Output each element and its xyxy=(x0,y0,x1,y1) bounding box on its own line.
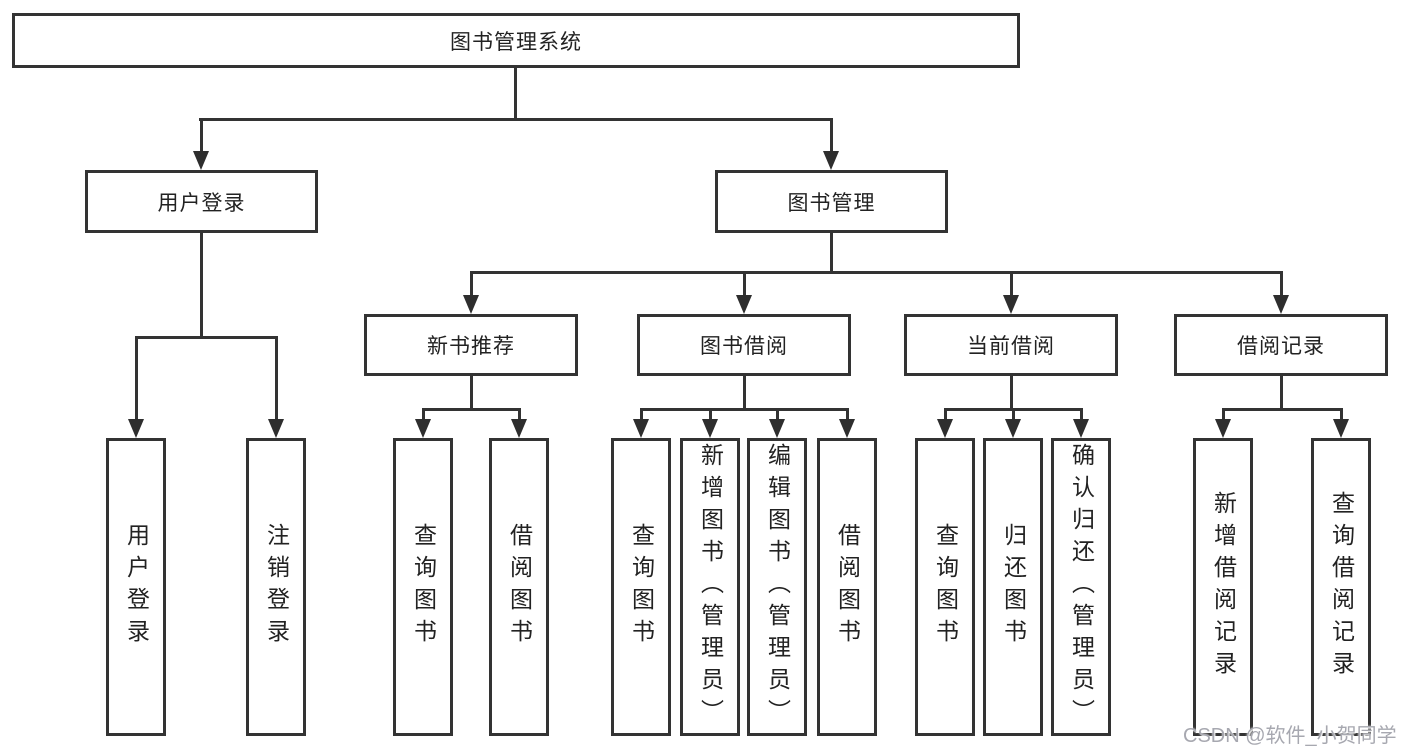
leaf-return-books: 归还图书 xyxy=(983,438,1043,736)
leaf-query-books-current-label: 查询图书 xyxy=(932,523,959,651)
leaf-query-books-borrow: 查询图书 xyxy=(611,438,671,736)
node-root: 图书管理系统 xyxy=(12,13,1020,68)
leaf-edit-books-admin: 编辑图书（管理员） xyxy=(747,438,807,736)
connector-level2-hline xyxy=(199,118,833,121)
leaf-user-login-label: 用户登录 xyxy=(123,523,150,651)
connector-stem-leaf xyxy=(640,408,643,421)
arrow-head xyxy=(1003,295,1019,314)
node-borrow-records: 借阅记录 xyxy=(1174,314,1388,376)
connector-stem-leaf xyxy=(422,408,425,421)
arrow-head xyxy=(1005,419,1021,438)
connector-group-stem xyxy=(743,376,746,410)
node-borrow-records-label: 借阅记录 xyxy=(1237,335,1325,358)
connector-stem-leaf xyxy=(846,408,849,421)
node-current-borrow: 当前借阅 xyxy=(904,314,1118,376)
connector-stem-leaf xyxy=(709,408,712,421)
connector-group-stem xyxy=(1010,376,1013,410)
connector-stem-leaf xyxy=(944,408,947,421)
connector-stem-group xyxy=(470,271,473,297)
node-book-borrow-label: 图书借阅 xyxy=(700,335,788,358)
leaf-borrow-books-label: 借阅图书 xyxy=(834,523,861,651)
leaf-query-books-borrow-label: 查询图书 xyxy=(628,523,655,651)
leaf-borrow-books: 借阅图书 xyxy=(817,438,877,736)
leaf-add-borrow-record-label: 新增借阅记录 xyxy=(1210,491,1237,683)
leaf-user-login: 用户登录 xyxy=(106,438,166,736)
leaf-add-books-admin: 新增图书（管理员） xyxy=(680,438,740,736)
leaf-edit-books-admin-label: 编辑图书（管理员） xyxy=(764,443,791,731)
leaf-add-books-admin-label: 新增图书（管理员） xyxy=(697,443,724,731)
connector-stem-user-login xyxy=(200,118,203,152)
node-user-login-label: 用户登录 xyxy=(157,191,246,215)
connector-root-stem xyxy=(514,68,517,120)
node-book-borrow: 图书借阅 xyxy=(637,314,851,376)
leaf-query-books-recommend-label: 查询图书 xyxy=(410,523,437,651)
leaf-query-books-current: 查询图书 xyxy=(915,438,975,736)
arrow-head xyxy=(1073,419,1089,438)
connector-book-mgmt-stem xyxy=(830,233,833,273)
connector-stem-leaf xyxy=(1222,408,1225,421)
connector-leaf-hline xyxy=(640,408,849,411)
connector-stem-leaf xyxy=(1340,408,1343,421)
arrow-head xyxy=(268,419,284,438)
connector-stem-leaf xyxy=(275,336,278,421)
connector-stem-group xyxy=(1280,271,1283,297)
arrow-head xyxy=(1333,419,1349,438)
arrow-head xyxy=(511,419,527,438)
leaf-return-books-label: 归还图书 xyxy=(1000,523,1027,651)
connector-level3-hline xyxy=(470,271,1283,274)
connector-stem-leaf xyxy=(135,336,138,421)
arrow-head xyxy=(769,419,785,438)
arrow-head xyxy=(415,419,431,438)
connector-stem-book-mgmt xyxy=(830,118,833,152)
arrow-head xyxy=(839,419,855,438)
leaf-borrow-books-recommend: 借阅图书 xyxy=(489,438,549,736)
arrow-head xyxy=(702,419,718,438)
leaf-logout-login-label: 注销登录 xyxy=(263,523,290,651)
connector-group-stem xyxy=(470,376,473,410)
leaf-logout-login: 注销登录 xyxy=(246,438,306,736)
node-root-label: 图书管理系统 xyxy=(450,30,582,54)
arrow-head xyxy=(633,419,649,438)
node-new-book-recommend: 新书推荐 xyxy=(364,314,578,376)
leaf-query-books-recommend: 查询图书 xyxy=(393,438,453,736)
node-current-borrow-label: 当前借阅 xyxy=(967,335,1055,358)
node-book-management-label: 图书管理 xyxy=(787,191,876,215)
arrow-head xyxy=(823,151,839,170)
arrow-head xyxy=(1273,295,1289,314)
arrow-head xyxy=(736,295,752,314)
node-user-login: 用户登录 xyxy=(85,170,318,233)
csdn-watermark: CSDN @软件_小贺同学 xyxy=(1183,725,1397,747)
connector-user-login-hline xyxy=(135,336,278,339)
connector-stem-leaf xyxy=(518,408,521,421)
leaf-add-borrow-record: 新增借阅记录 xyxy=(1193,438,1253,736)
node-new-book-recommend-label: 新书推荐 xyxy=(427,335,515,358)
leaf-query-borrow-record-label: 查询借阅记录 xyxy=(1328,491,1355,683)
node-book-management: 图书管理 xyxy=(715,170,948,233)
arrow-head xyxy=(1215,419,1231,438)
arrow-head xyxy=(193,151,209,170)
leaf-confirm-return-admin: 确认归还（管理员） xyxy=(1051,438,1111,736)
arrow-head xyxy=(937,419,953,438)
connector-user-login-stem xyxy=(200,233,203,338)
arrow-head xyxy=(463,295,479,314)
connector-stem-group xyxy=(743,271,746,297)
leaf-borrow-books-recommend-label: 借阅图书 xyxy=(506,523,533,651)
connector-stem-group xyxy=(1010,271,1013,297)
connector-stem-leaf xyxy=(776,408,779,421)
connector-leaf-hline xyxy=(422,408,521,411)
connector-stem-leaf xyxy=(1080,408,1083,421)
leaf-query-borrow-record: 查询借阅记录 xyxy=(1311,438,1371,736)
connector-group-stem xyxy=(1280,376,1283,410)
leaf-confirm-return-admin-label: 确认归还（管理员） xyxy=(1068,443,1095,731)
connector-stem-leaf xyxy=(1012,408,1015,421)
arrow-head xyxy=(128,419,144,438)
connector-leaf-hline xyxy=(1222,408,1343,411)
